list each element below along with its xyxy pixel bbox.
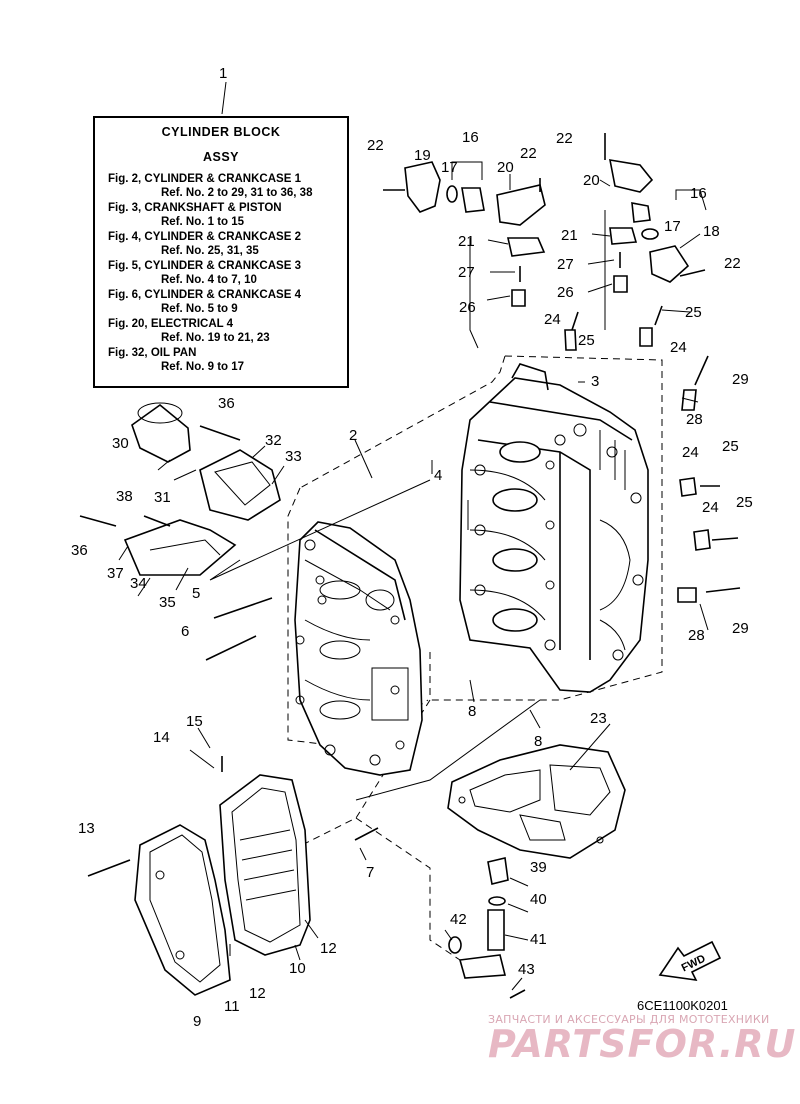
info-ref-line: Ref. No. 1 to 15 bbox=[161, 216, 245, 228]
watermark-logo: PARTSFOR.RU bbox=[488, 1022, 797, 1066]
callout-9: 9 bbox=[193, 1013, 201, 1030]
callout-12: 12 bbox=[249, 985, 266, 1002]
callout-22: 22 bbox=[367, 137, 384, 154]
callout-39: 39 bbox=[530, 859, 547, 876]
leader-lines bbox=[118, 81, 709, 991]
callout-43: 43 bbox=[518, 961, 535, 978]
info-ref-line: Ref. No. 9 to 17 bbox=[161, 361, 245, 373]
info-fig-line: Fig. 5, CYLINDER & CRANKCASE 3 bbox=[108, 260, 301, 272]
cylinder-block bbox=[459, 363, 649, 693]
callout-21: 21 bbox=[561, 227, 578, 244]
callout-29: 29 bbox=[732, 371, 749, 388]
callout-26: 26 bbox=[459, 299, 476, 316]
callout-4: 4 bbox=[434, 467, 442, 484]
callout-29: 29 bbox=[732, 620, 749, 637]
callout-15: 15 bbox=[186, 713, 203, 730]
callout-33: 33 bbox=[285, 448, 302, 465]
callout-2: 2 bbox=[349, 427, 357, 444]
thermostat-parts bbox=[404, 159, 711, 603]
callout-20: 20 bbox=[583, 172, 600, 189]
callout-13: 13 bbox=[78, 820, 95, 837]
callout-24: 24 bbox=[670, 339, 687, 356]
callout-27: 27 bbox=[557, 256, 574, 273]
info-ref-line: Ref. No. 5 to 9 bbox=[161, 303, 238, 315]
info-title: CYLINDER BLOCK bbox=[161, 125, 281, 139]
callout-25: 25 bbox=[736, 494, 753, 511]
diagram-code: 6CE1100K0201 bbox=[637, 998, 728, 1013]
callout-35: 35 bbox=[159, 594, 176, 611]
callout-28: 28 bbox=[686, 411, 703, 428]
callout-37: 37 bbox=[107, 565, 124, 582]
callout-30: 30 bbox=[112, 435, 129, 452]
info-fig-line: Fig. 3, CRANKSHAFT & PISTON bbox=[108, 202, 282, 214]
callout-12: 12 bbox=[320, 940, 337, 957]
callout-42: 42 bbox=[450, 911, 467, 928]
info-fig-line: Fig. 20, ELECTRICAL 4 bbox=[108, 318, 234, 330]
info-fig-line: Fig. 4, CYLINDER & CRANKCASE 2 bbox=[108, 231, 301, 243]
callout-11: 11 bbox=[224, 998, 240, 1015]
callout-24: 24 bbox=[682, 444, 699, 461]
watermark-tagline: ЗАПЧАСТИ И АКСЕССУАРЫ ДЛЯ МОТОТЕХНИКИ bbox=[488, 1013, 770, 1026]
callout-28: 28 bbox=[688, 627, 705, 644]
callout-16: 16 bbox=[690, 185, 707, 202]
info-subtitle: ASSY bbox=[202, 150, 240, 164]
oil-pan-cover bbox=[134, 774, 311, 996]
callout-10: 10 bbox=[289, 960, 306, 977]
callout-27: 27 bbox=[458, 264, 475, 281]
callout-26: 26 bbox=[557, 284, 574, 301]
info-fig-line: Fig. 32, OIL PAN bbox=[108, 347, 197, 359]
callout-5: 5 bbox=[192, 585, 200, 602]
info-fig-line: Fig. 2, CYLINDER & CRANKCASE 1 bbox=[108, 173, 301, 185]
callout-24: 24 bbox=[702, 499, 719, 516]
callout-20: 20 bbox=[497, 159, 514, 176]
bolts bbox=[79, 133, 741, 999]
callout-8: 8 bbox=[468, 703, 476, 720]
callout-17: 17 bbox=[664, 218, 681, 235]
cylinder-block-info-box: CYLINDER BLOCK ASSY Fig. 2, CYLINDER & C… bbox=[93, 116, 349, 388]
callout-23: 23 bbox=[590, 710, 607, 727]
info-ref-line: Ref. No. 25, 31, 35 bbox=[161, 245, 259, 257]
callout-32: 32 bbox=[265, 432, 282, 449]
info-ref-line: Ref. No. 2 to 29, 31 to 36, 38 bbox=[161, 187, 313, 199]
callout-19: 19 bbox=[414, 147, 431, 164]
callout-38: 38 bbox=[116, 488, 133, 505]
callout-8: 8 bbox=[534, 733, 542, 750]
callout-18: 18 bbox=[703, 223, 720, 240]
callout-22: 22 bbox=[724, 255, 741, 272]
callout-36: 36 bbox=[218, 395, 235, 412]
callout-17: 17 bbox=[441, 159, 458, 176]
callout-21: 21 bbox=[458, 233, 475, 250]
info-ref-line: Ref. No. 4 to 7, 10 bbox=[161, 274, 257, 286]
callout-36: 36 bbox=[71, 542, 88, 559]
callout-22: 22 bbox=[520, 145, 537, 162]
callout-40: 40 bbox=[530, 891, 547, 908]
gasket-23 bbox=[447, 744, 626, 859]
callout-25: 25 bbox=[685, 304, 702, 321]
callout-3: 3 bbox=[591, 373, 599, 390]
crankcase bbox=[294, 521, 423, 776]
callout-41: 41 bbox=[530, 931, 547, 948]
info-fig-line: Fig. 6, CYLINDER & CRANKCASE 4 bbox=[108, 289, 301, 301]
callout-34: 34 bbox=[130, 575, 147, 592]
callout-25: 25 bbox=[578, 332, 595, 349]
callout-22: 22 bbox=[556, 130, 573, 147]
callout-7: 7 bbox=[366, 864, 374, 881]
callout-14: 14 bbox=[153, 729, 170, 746]
callout-25: 25 bbox=[722, 438, 739, 455]
callout-16: 16 bbox=[462, 129, 479, 146]
callout-1: 1 bbox=[219, 65, 227, 82]
oil-filter-assembly bbox=[123, 402, 281, 576]
oil-pipe-assembly bbox=[448, 857, 509, 979]
callout-24: 24 bbox=[544, 311, 561, 328]
info-ref-line: Ref. No. 19 to 21, 23 bbox=[161, 332, 270, 344]
callout-6: 6 bbox=[181, 623, 189, 640]
callout-31: 31 bbox=[154, 489, 171, 506]
